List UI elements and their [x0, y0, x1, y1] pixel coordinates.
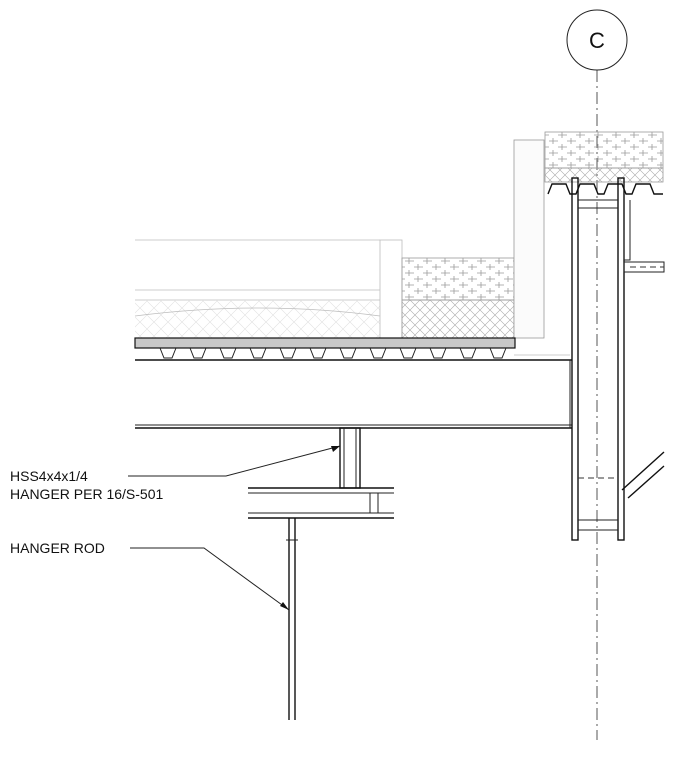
- parapet-block: [379, 139, 570, 356]
- steel-column: [571, 177, 665, 541]
- metal-deck: [134, 337, 516, 359]
- leader-hss: [128, 445, 341, 477]
- note-hss-reference: HANGER PER 16/S-501: [10, 486, 163, 502]
- note-hss-size: HSS4x4x1/4: [10, 468, 88, 484]
- faint-roof-assembly: [134, 239, 381, 338]
- upper-roof-assembly: [544, 131, 664, 195]
- hanger-rod: [286, 518, 298, 720]
- grid-bubble-label: C: [589, 28, 605, 53]
- steel-beam: [135, 359, 572, 429]
- hung-beam: [248, 487, 394, 519]
- note-hanger-rod: HANGER ROD: [10, 540, 105, 556]
- leader-rod: [130, 547, 290, 611]
- hss-hanger: [339, 427, 361, 489]
- grid-bubble-c: C: [566, 9, 628, 71]
